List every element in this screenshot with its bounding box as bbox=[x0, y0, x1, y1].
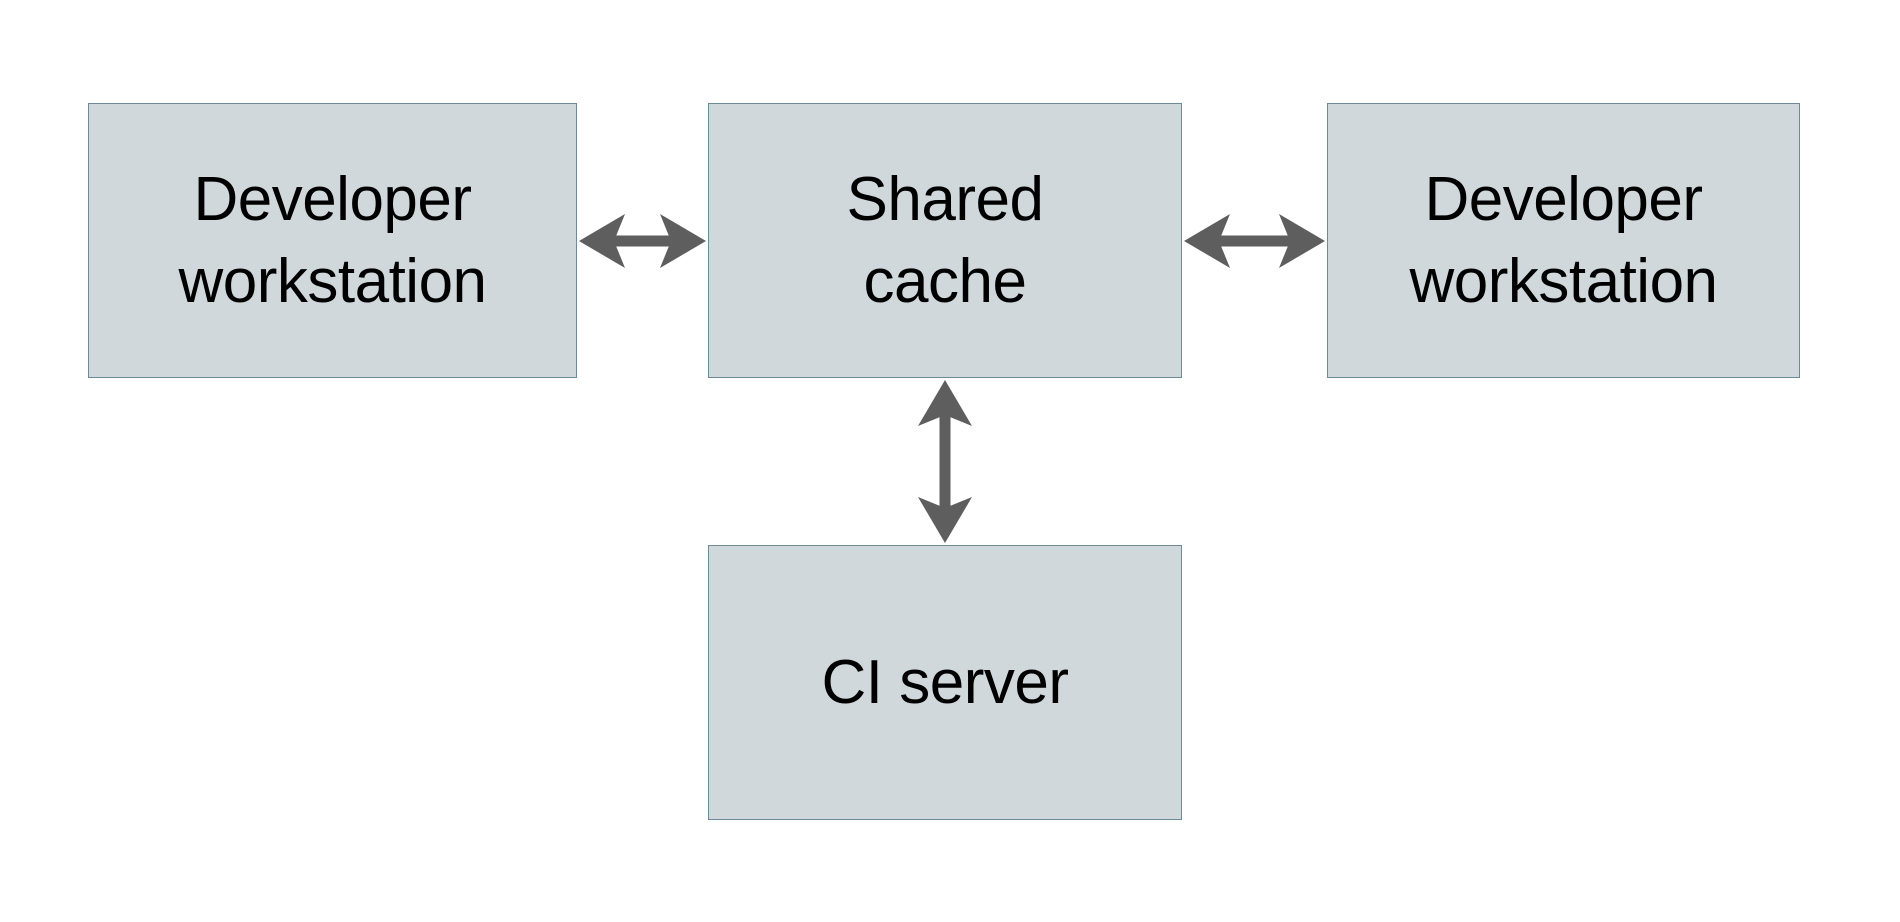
node-developer-workstation-left[interactable]: Developer workstation bbox=[88, 103, 577, 378]
node-label: Developer workstation bbox=[1409, 164, 1718, 316]
node-ci-server[interactable]: CI server bbox=[708, 545, 1182, 820]
node-label: Shared cache bbox=[846, 164, 1044, 316]
node-label: Developer workstation bbox=[178, 164, 487, 316]
node-label: CI server bbox=[821, 647, 1069, 717]
node-developer-workstation-right[interactable]: Developer workstation bbox=[1327, 103, 1800, 378]
node-shared-cache[interactable]: Shared cache bbox=[708, 103, 1182, 378]
